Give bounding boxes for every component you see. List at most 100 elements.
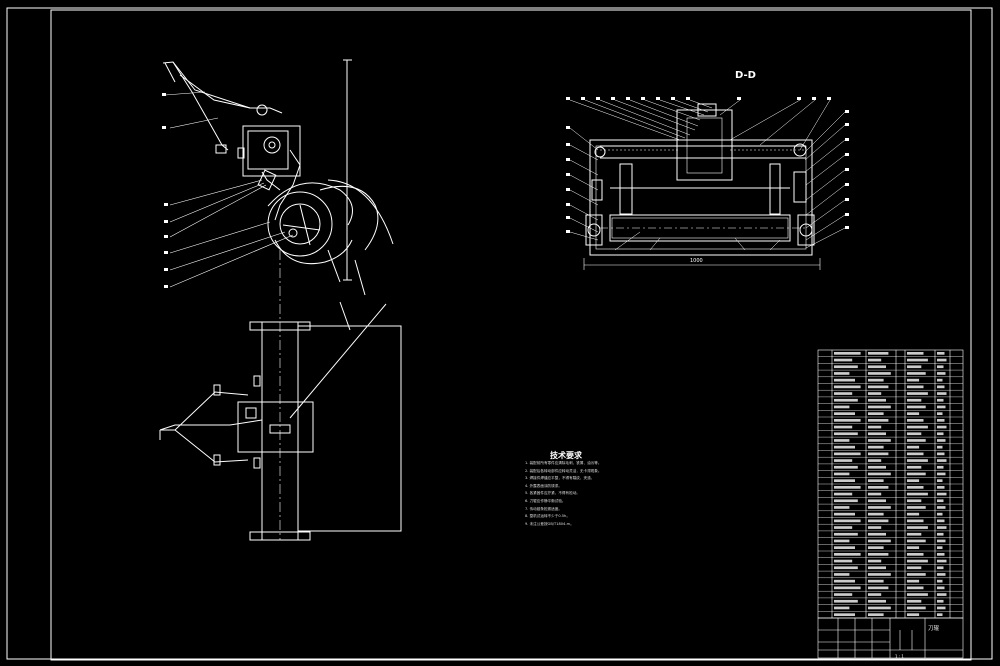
parts-list-text-mark	[907, 352, 924, 355]
parts-list-text-mark	[834, 459, 853, 462]
technical-requirement-item: 2. 装配后各转动部件应转动灵活，无卡滞现象。	[525, 468, 602, 473]
inner-border	[50, 9, 972, 661]
parts-list-text-mark	[834, 512, 855, 516]
parts-list-text-mark	[937, 392, 947, 395]
parts-list-text-mark	[937, 546, 943, 549]
parts-list-text-mark	[834, 392, 853, 395]
parts-list-text-mark	[937, 419, 945, 422]
section-dd	[583, 103, 821, 270]
parts-list-text-mark	[907, 479, 920, 482]
parts-list-text-mark	[834, 452, 861, 456]
parts-list-text-mark	[868, 432, 886, 436]
parts-list-text-mark	[868, 365, 886, 369]
parts-list-text-mark	[937, 613, 943, 616]
parts-list-text-mark	[937, 385, 945, 389]
parts-list-text-mark	[937, 526, 947, 529]
parts-list-text-mark	[868, 419, 889, 422]
parts-list-text-mark	[907, 486, 924, 489]
technical-requirement-item: 9. 未注公差按GB/T1804-m。	[525, 521, 574, 526]
side-view-leaders	[164, 91, 294, 288]
parts-list-text-mark	[834, 579, 855, 583]
parts-list-text-mark	[834, 566, 858, 570]
parts-list-text-mark	[937, 378, 943, 382]
parts-list-text-mark	[868, 579, 884, 583]
parts-list-text-mark	[868, 506, 891, 509]
parts-list-text-mark	[937, 398, 944, 402]
parts-list-text-mark	[907, 566, 922, 570]
parts-list-text-mark	[907, 412, 920, 415]
parts-list-text-mark	[834, 573, 850, 576]
parts-list-text-mark	[868, 479, 884, 482]
parts-list-text-mark	[868, 472, 891, 476]
parts-list-text-mark	[937, 506, 946, 509]
parts-list-text-mark	[907, 385, 924, 389]
parts-list-text-mark	[868, 573, 891, 576]
parts-list-text-mark	[834, 593, 853, 596]
parts-list-text-mark	[834, 599, 858, 603]
parts-list-text-mark	[937, 486, 945, 489]
parts-list-text-mark	[868, 532, 886, 536]
parts-list-text-mark	[937, 492, 947, 496]
parts-list-text-mark	[834, 553, 861, 556]
parts-list-text-mark	[907, 492, 928, 496]
parts-list-text-mark	[907, 445, 920, 449]
parts-list-text-mark	[868, 465, 886, 469]
parts-list-text-mark	[834, 398, 858, 402]
parts-list-text-mark	[907, 472, 926, 476]
parts-list-text-mark	[834, 559, 853, 563]
technical-requirement-item: 1. 装配前所有零件应清除毛刺、铁屑、油污等。	[525, 461, 602, 465]
parts-list-text-mark	[907, 546, 920, 549]
parts-list-text-mark	[868, 606, 891, 610]
parts-list-text-mark	[834, 352, 861, 355]
parts-list-text-mark	[834, 365, 858, 369]
section-dd-balloons	[566, 97, 849, 233]
parts-list-text-mark	[834, 506, 850, 509]
parts-list-text-mark	[937, 573, 946, 576]
parts-list-text-mark	[907, 532, 922, 536]
parts-list-text-marks	[834, 352, 947, 616]
title-block	[817, 617, 964, 659]
parts-list-text-mark	[834, 492, 853, 496]
technical-requirement-item: 7. 传动链条松紧适度。	[525, 506, 562, 511]
parts-list-text-mark	[937, 559, 947, 563]
parts-list-text-mark	[937, 599, 944, 603]
parts-list-text-mark	[907, 452, 924, 456]
parts-list-text-mark	[907, 425, 928, 429]
parts-list-text-mark	[937, 479, 943, 482]
parts-list-text-mark	[868, 358, 882, 362]
drawing-name: 刀辊	[928, 626, 940, 632]
parts-list-text-mark	[937, 499, 944, 503]
parts-list-text-mark	[907, 405, 926, 409]
parts-list-text-mark	[868, 492, 882, 496]
parts-list-text-mark	[868, 613, 884, 616]
parts-list-text-mark	[834, 432, 858, 436]
parts-list-text-mark	[834, 499, 858, 503]
parts-list-text-mark	[937, 405, 946, 409]
parts-list-text-mark	[907, 512, 920, 516]
parts-list-text-mark	[907, 419, 924, 422]
parts-list-text-mark	[937, 459, 947, 462]
overall-dimension-label: 1000	[690, 258, 703, 264]
parts-list-text-mark	[907, 579, 920, 583]
parts-list-text-mark	[868, 392, 882, 395]
technical-requirement-item: 6. 刀辊应作静平衡试验。	[525, 498, 566, 503]
parts-list-text-mark	[834, 526, 853, 529]
parts-list-text-mark	[834, 479, 855, 482]
parts-list-text-mark	[937, 553, 945, 556]
parts-list-text-mark	[907, 392, 928, 395]
parts-list-text-mark	[834, 532, 858, 536]
technical-requirements-list: 1. 装配前所有零件应清除毛刺、铁屑、油污等。 2. 装配后各转动部件应转动灵活…	[525, 460, 725, 528]
parts-list-text-mark	[834, 372, 850, 375]
parts-list-text-mark	[834, 412, 855, 415]
parts-list-text-mark	[868, 519, 889, 523]
parts-list-text-mark	[868, 593, 882, 596]
parts-list-text-mark	[834, 385, 861, 389]
parts-list-text-mark	[868, 486, 889, 489]
section-dd-title: D-D	[735, 70, 756, 81]
parts-list-text-mark	[907, 439, 926, 442]
parts-list-text-mark	[868, 452, 889, 456]
parts-list-text-mark	[834, 378, 855, 382]
parts-list-text-mark	[834, 425, 853, 429]
parts-list-text-mark	[907, 465, 922, 469]
technical-requirement-item: 3. 焊接件焊缝应平整，不得有裂纹、夹渣。	[525, 476, 595, 481]
